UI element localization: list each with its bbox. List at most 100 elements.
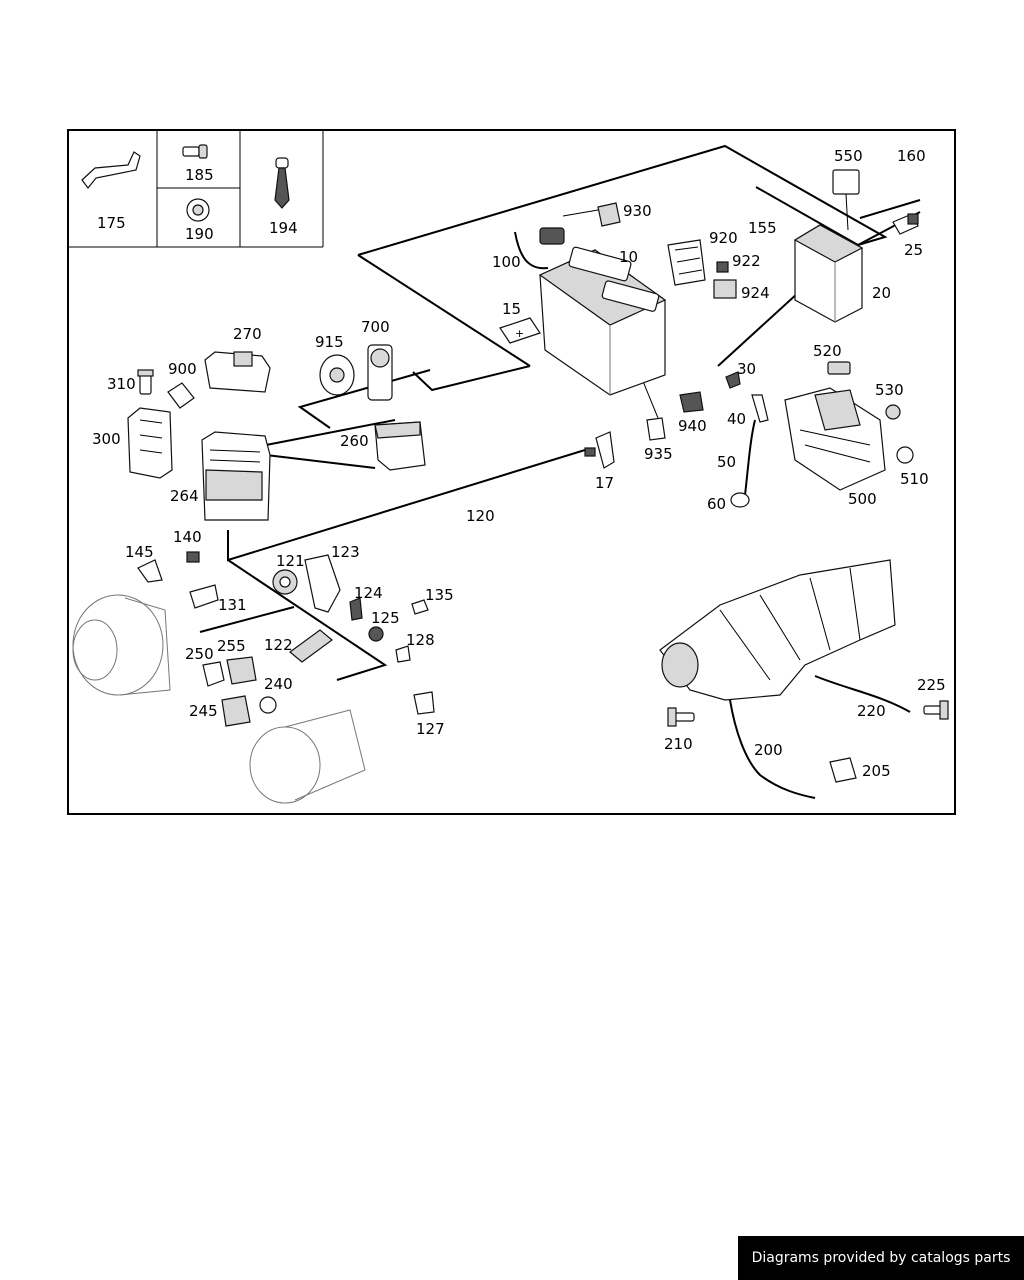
label-125: 125 [371, 609, 400, 627]
cover-245 [221, 695, 251, 727]
label-270: 270 [233, 325, 262, 343]
cover-255 [226, 656, 257, 685]
clip-140 [186, 551, 200, 563]
nut-125 [368, 626, 384, 642]
clip-205 [829, 757, 857, 783]
label-128: 128 [406, 631, 435, 649]
clip-900 [167, 382, 195, 409]
label-240: 240 [264, 675, 293, 693]
battery-tray-500 [784, 387, 886, 491]
label-510: 510 [900, 470, 929, 488]
label-530: 530 [875, 381, 904, 399]
cable-200 [729, 699, 816, 799]
fuse-box-264 [201, 431, 271, 521]
cover-935 [646, 417, 666, 441]
bracket-175 [81, 151, 141, 189]
cover-121 [272, 569, 298, 595]
cover-15: + [499, 317, 541, 344]
inset-grid [68, 130, 324, 248]
label-935: 935 [644, 445, 673, 463]
label-500: 500 [848, 490, 877, 508]
clip-128 [395, 645, 411, 663]
bracket-145 [137, 559, 163, 583]
footer-credit: Diagrams provided by catalogs parts [738, 1236, 1024, 1280]
label-255: 255 [217, 637, 246, 655]
transmission [659, 559, 896, 701]
label-924: 924 [741, 284, 770, 302]
label-145: 145 [125, 543, 154, 561]
bolt-185 [182, 144, 208, 159]
label-194: 194 [269, 219, 298, 237]
label-310: 310 [107, 375, 136, 393]
module-260 [374, 421, 426, 471]
label-131: 131 [218, 596, 247, 614]
cable-100 [514, 227, 565, 270]
label-190: 190 [185, 225, 214, 243]
label-260: 260 [340, 432, 369, 450]
label-520: 520 [813, 342, 842, 360]
label-121: 121 [276, 552, 305, 570]
clip-127 [413, 691, 435, 715]
diagram-frame [67, 129, 956, 815]
label-155: 155 [748, 219, 777, 237]
label-210: 210 [664, 735, 693, 753]
label-122: 122 [264, 636, 293, 654]
label-123: 123 [331, 543, 360, 561]
label-127: 127 [416, 720, 445, 738]
hose-40 [744, 394, 769, 496]
clip-30 [725, 371, 741, 389]
battery-20 [793, 224, 864, 323]
label-200: 200 [754, 741, 783, 759]
label-250: 250 [185, 645, 214, 663]
label-700: 700 [361, 318, 390, 336]
nut-190 [186, 198, 210, 222]
label-922: 922 [732, 252, 761, 270]
cap-520 [827, 361, 851, 375]
label-220: 220 [857, 702, 886, 720]
label-10: 10 [619, 248, 638, 266]
svg-text:+: + [515, 327, 524, 340]
clip-124 [349, 597, 363, 621]
label-50: 50 [717, 453, 736, 471]
grommet-60 [730, 492, 750, 508]
label-930: 930 [623, 202, 652, 220]
sensor-700 [367, 344, 393, 401]
label-550: 550 [834, 147, 863, 165]
label-124: 124 [354, 584, 383, 602]
label-225: 225 [917, 676, 946, 694]
plug-530 [885, 404, 901, 420]
relay-924 [713, 279, 737, 299]
label-30: 30 [737, 360, 756, 378]
label-245: 245 [189, 702, 218, 720]
bolt-310 [137, 369, 154, 395]
nut-240 [259, 696, 277, 714]
alternator [72, 594, 171, 696]
label-20: 20 [872, 284, 891, 302]
label-300: 300 [92, 430, 121, 448]
label-15: 15 [502, 300, 521, 318]
label-135: 135 [425, 586, 454, 604]
nut-250 [202, 661, 225, 687]
label-900: 900 [168, 360, 197, 378]
module-550 [832, 169, 860, 231]
clip-135 [411, 599, 429, 615]
cover-270 [204, 351, 271, 393]
nut-510 [896, 446, 914, 464]
label-40: 40 [727, 410, 746, 428]
bracket-131 [189, 584, 219, 609]
label-915: 915 [315, 333, 344, 351]
starter [249, 709, 366, 804]
label-175: 175 [97, 214, 126, 232]
label-140: 140 [173, 528, 202, 546]
bolt-225 [923, 700, 949, 720]
sensor-915 [319, 354, 355, 396]
fuse-holder-300 [127, 407, 173, 479]
bolt-210 [667, 707, 695, 727]
callout-labels: 175 185 190 194 930 10 100 920 922 924 1… [92, 147, 946, 780]
label-100: 100 [492, 253, 521, 271]
bracket-920 [667, 239, 706, 286]
clip-194 [274, 157, 290, 209]
label-25: 25 [904, 241, 923, 259]
cover-930 [597, 202, 621, 227]
